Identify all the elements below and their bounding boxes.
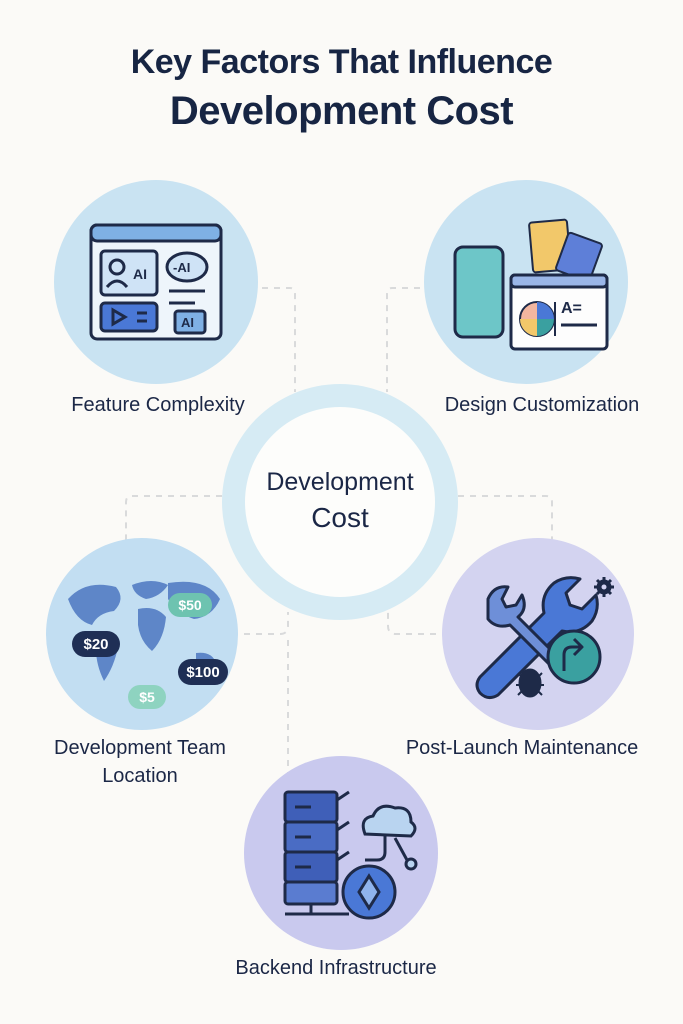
label-post-launch-maintenance: Post-Launch Maintenance — [405, 737, 639, 759]
title-line-2: Development Cost — [169, 89, 514, 133]
server-cloud-icon — [283, 790, 418, 920]
center-line-2: Cost — [311, 502, 369, 533]
price-badge-100: $100 — [186, 664, 219, 681]
label-backend-infrastructure: Backend Infrastructure — [235, 957, 437, 979]
price-badge-20: $20 — [83, 636, 108, 653]
icon-text-a: A= — [561, 300, 582, 317]
label-line-1: Development Team — [54, 737, 226, 759]
center-development-cost: Development Cost — [222, 384, 458, 620]
design-palette-icon: A= — [453, 218, 609, 351]
icon-ai-text-3: AI — [181, 315, 194, 330]
ai-feature-window-icon: AI -AI AI — [89, 223, 223, 341]
label-design-customization: Design Customization — [444, 394, 640, 416]
price-badge-50: $50 — [178, 597, 202, 613]
world-map-icon: $50 $20 $100 $5 — [68, 581, 228, 709]
factor-design-customization: A= — [424, 180, 628, 384]
factor-backend-infrastructure — [244, 756, 438, 950]
icon-ai-text-1: AI — [133, 266, 147, 282]
center-inner: Development Cost — [245, 407, 435, 597]
label-development-team-location: Development Team Location — [20, 734, 260, 790]
label-line-2: Location — [102, 765, 178, 787]
wrench-tools-icon — [475, 576, 614, 700]
label-feature-complexity: Feature Complexity — [71, 394, 245, 416]
title-line-1: Key Factors That Influence — [130, 43, 553, 81]
center-line-1: Development — [266, 468, 414, 496]
icon-ai-text-2: -AI — [173, 260, 190, 275]
factor-development-team-location: $50 $20 $100 $5 — [46, 538, 238, 730]
price-badge-5: $5 — [139, 689, 155, 705]
page-title: Key Factors That Influence Development C… — [0, 40, 683, 138]
factor-feature-complexity: AI -AI AI — [54, 180, 258, 384]
factor-post-launch-maintenance — [442, 538, 634, 730]
